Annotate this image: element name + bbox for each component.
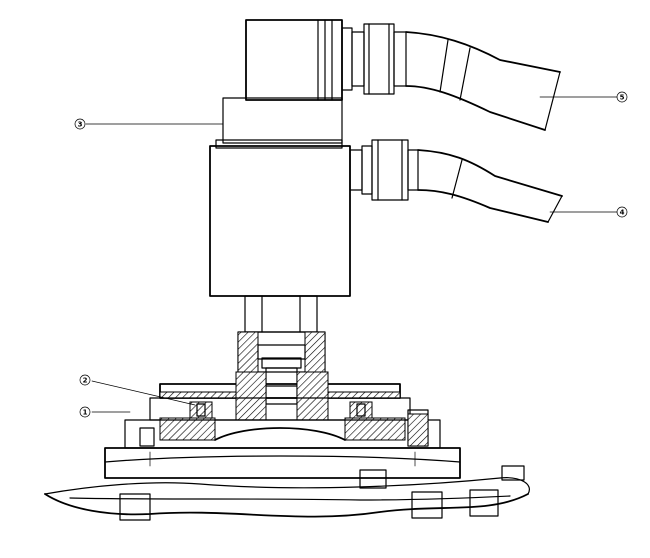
callout-4-label: 4 (620, 209, 625, 217)
base-plate (44, 447, 530, 521)
lower-connector-fitting (349, 139, 419, 201)
upper-solenoid-housing (222, 19, 343, 144)
callout-1-label: 1 (83, 409, 88, 417)
callout-4: 4 (549, 206, 628, 218)
callout-5-label: 5 (620, 94, 625, 102)
callout-3-label: 3 (78, 121, 83, 129)
callout-2-label: 2 (83, 377, 88, 385)
callout-5: 5 (539, 91, 628, 103)
callout-2: 2 (79, 374, 196, 406)
lower-cable (417, 149, 563, 223)
lower-solenoid-housing (209, 139, 351, 297)
callout-1: 1 (79, 406, 131, 418)
upper-cable (405, 31, 561, 131)
upper-connector-fitting (341, 23, 407, 95)
flange-assembly (124, 371, 441, 449)
callout-3: 3 (74, 118, 224, 130)
